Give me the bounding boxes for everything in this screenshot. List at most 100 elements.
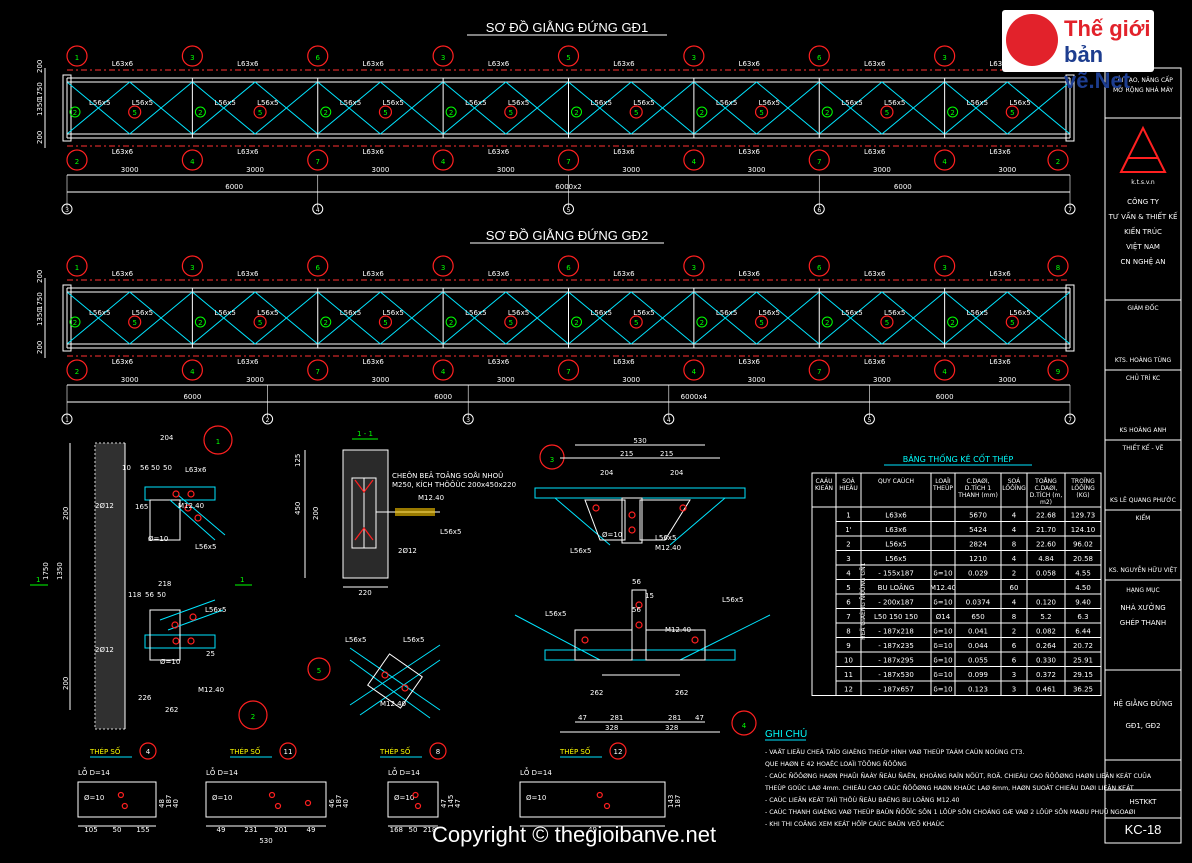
table-cell: M12.40 [930, 584, 956, 592]
gd1-axis-label: 3 [65, 207, 69, 214]
table-header: m2) [1040, 499, 1052, 506]
table-cell: BU LOÂNG [878, 583, 915, 592]
gd1-chord-label: L63x6 [989, 148, 1011, 156]
gd2-bottom-marker-text: 7 [316, 368, 320, 376]
detail-1-label: 118 [128, 591, 141, 599]
gd2-top-marker [1047, 255, 1069, 277]
table-cell: 8 [1012, 613, 1016, 621]
section-1-1: 1 - 1 CHEÔN BEÂ TOÂNG SOÅI NHOÛ M250, KÍ… [294, 430, 516, 597]
gd2-node-label: 2 [198, 319, 202, 327]
gd2-bottom-marker-text: 7 [566, 368, 570, 376]
gd2-chord-label: L63x6 [613, 270, 635, 278]
detail-1-label: M12.40 [198, 686, 224, 694]
gd1-bay-dim: 3000 [873, 166, 891, 174]
gd2-top-marker [66, 255, 88, 277]
gd2-chord-label: L63x6 [488, 270, 510, 278]
table-cell: 7 [846, 613, 850, 621]
notes-title: GHI CHÚ [765, 727, 807, 740]
detail-1-label: 200 [62, 677, 70, 690]
gd2-bottom-marker-text: 9 [1056, 368, 1060, 376]
detail-1-label: 56 [145, 591, 154, 599]
gd1-top-marker-text: 3 [441, 54, 445, 62]
table-cell: 4 [1012, 599, 1017, 607]
gd2-node-label: 5 [634, 319, 638, 327]
plate-11-dim: 49 [307, 826, 316, 834]
gd2-height-dim: 1750 [36, 292, 44, 310]
project-name: MỞ RỘNG NHÀ MÁY [1113, 86, 1173, 94]
section-note-2: M250, KÍCH THÖÔÙC 200x450x220 [392, 480, 516, 489]
table-cell: 0.029 [968, 570, 988, 578]
gd1-axis-bubble [1064, 203, 1076, 215]
gd2-chord-label: L63x6 [362, 270, 384, 278]
table-cell: 12 [844, 686, 853, 694]
plate-4-thickness: Ø=10 [84, 794, 104, 802]
plate-8-thickness: Ø=10 [394, 794, 414, 802]
gd1-node-label: 2 [324, 109, 328, 117]
table-cell: δ=10 [933, 642, 952, 650]
gd1-bay-dim: 3000 [121, 166, 139, 174]
table-header: SOÁ [842, 478, 855, 485]
gd2-bottom-marker-text: 4 [692, 368, 697, 376]
gd1-diag-label: L56x5 [716, 99, 737, 107]
detail-1-label: 165 [135, 503, 148, 511]
gd2-span-dim: 6000x4 [681, 393, 708, 401]
detail-1-label: 10 [122, 464, 131, 472]
gd2-diag-label: L56x5 [89, 309, 110, 317]
gd1-bottom-marker-text: 7 [316, 158, 320, 166]
table-cell: 6 [846, 599, 851, 607]
table-header: THANH (mm) [957, 492, 998, 499]
gd2-diag-label: L56x5 [508, 309, 529, 317]
table-cell: 4 [1012, 512, 1017, 520]
gd2-node-label: 5 [1010, 319, 1014, 327]
table-cell: - 187x218 [878, 628, 914, 636]
table-header: LOAÏI [935, 478, 951, 485]
gd1-node-label: 5 [132, 109, 136, 117]
table-cell: δ=10 [933, 671, 952, 679]
gd1-diag-label: L56x5 [633, 99, 654, 107]
plate-4-dim: 155 [136, 826, 149, 834]
gd2-chord-label: L63x6 [488, 358, 510, 366]
table-cell: 6.44 [1075, 628, 1091, 636]
table-cell: - 155x187 [878, 570, 914, 578]
company-name: CN NGHỆ AN [1121, 257, 1166, 266]
table-cell: 5670 [969, 512, 987, 520]
gd2-diag-label: L56x5 [591, 309, 612, 317]
gd2-diag-label: L56x5 [382, 309, 403, 317]
plate-12-title: THÉP SỐ [559, 746, 591, 756]
gd2-bottom-marker [557, 359, 580, 381]
table-cell: 0.372 [1036, 671, 1056, 679]
detail-2-marker [238, 700, 268, 730]
plate-4-vdim: 40 [172, 799, 180, 808]
table-header: TOÅNG [1034, 478, 1057, 485]
gd1-chord-label: L63x6 [112, 60, 134, 68]
table-cell: 29.15 [1073, 671, 1093, 679]
detail-1-label: 218 [158, 580, 171, 588]
detail-4-dim: 47 [578, 714, 587, 722]
detail-4-dim: 56 [632, 606, 641, 614]
plate-12-hole: LỖ D=14 [520, 767, 552, 777]
table-cell: 4 [1012, 555, 1017, 563]
table-cell: 2 [1012, 570, 1016, 578]
gd1-bottom-marker [432, 149, 454, 171]
gd1-chord-label: L63x6 [864, 148, 886, 156]
table-cell: 1' [845, 526, 851, 534]
gd2-chord-label: L63x6 [112, 358, 134, 366]
signature-label: THIẾT KẾ - VẼ [1122, 444, 1164, 452]
gd1-diag-label: L56x5 [382, 99, 403, 107]
table-cell: L56x5 [885, 541, 906, 549]
plate-8-title: THÉP SỐ [379, 746, 411, 756]
gd2-bottom-marker [1047, 359, 1069, 381]
gd2-axis-label: 5 [867, 417, 871, 424]
gd1-bottom-marker [808, 149, 830, 171]
plate-4-title: THÉP SỐ [89, 746, 121, 756]
gd2-top-marker [307, 255, 329, 277]
gd2-height-dim: 1350 [36, 308, 44, 326]
gd1-node-label: 5 [634, 109, 638, 117]
gd1-node-label: 2 [950, 109, 954, 117]
gd2-chord-label: L63x6 [237, 270, 259, 278]
gd1-top-marker [181, 45, 203, 67]
detail-1-label: 226 [138, 694, 152, 702]
plate-4-vdim: 48 [158, 799, 166, 808]
gd1-bottom-marker [181, 149, 203, 171]
